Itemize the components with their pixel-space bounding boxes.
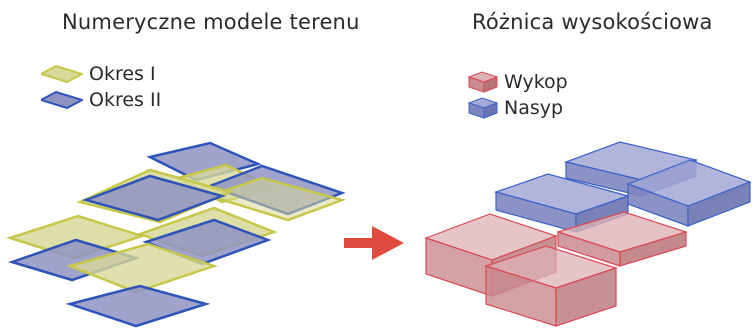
okres-2-swatch-icon [38, 90, 85, 110]
nasyp-box [626, 159, 752, 227]
okres-1-swatch-icon [38, 64, 85, 84]
legend-label-wykop: Wykop [504, 71, 568, 93]
arrow-right-icon [344, 226, 404, 260]
right-panel-title: Różnica wysokościowa [472, 10, 713, 34]
legend-label-okres-1: Okres I [89, 63, 156, 85]
legend-item-okres-1: Okres I [38, 63, 156, 85]
surface-okres-1 [205, 176, 347, 222]
surface-okres-1 [66, 242, 218, 294]
surface-okres-2 [65, 284, 211, 328]
wykop-volumes-group [424, 211, 689, 327]
legend-label-okres-2: Okres II [89, 89, 162, 111]
nasyp-box-icon [467, 97, 499, 119]
legend-label-nasyp: Nasyp [504, 97, 564, 119]
terrain-models-group [5, 141, 347, 328]
nasyp-volumes-group [493, 141, 752, 233]
legend-item-nasyp: Nasyp [467, 97, 564, 119]
surface-okres-2 [81, 174, 227, 222]
legend-item-wykop: Wykop [467, 71, 568, 93]
wykop-box [484, 245, 618, 327]
wykop-box [555, 211, 689, 267]
legend-item-okres-2: Okres II [38, 89, 162, 111]
left-panel-title: Numeryczne modele terenu [62, 10, 360, 34]
wykop-box-icon [467, 71, 499, 93]
